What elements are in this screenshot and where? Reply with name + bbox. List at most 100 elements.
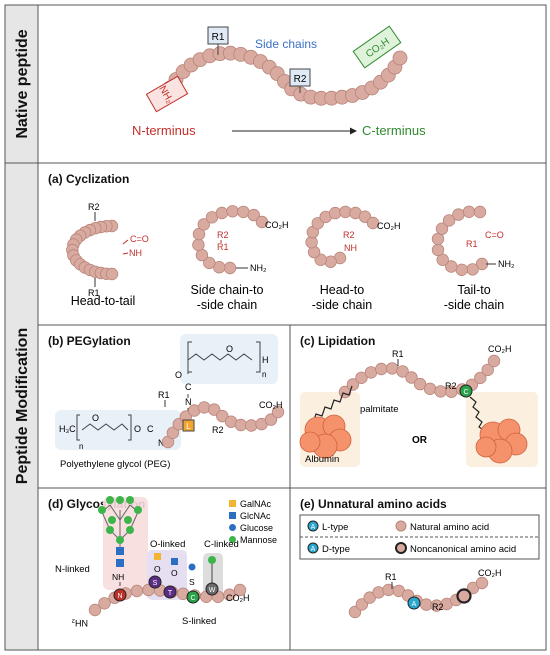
peg-top-nlink: N (185, 397, 192, 407)
cyc4-r1: R1 (466, 239, 478, 249)
amino-acid-bead (197, 218, 211, 231)
lip-co2h: CO₂H (488, 344, 512, 354)
n-glycan-tree (98, 496, 142, 567)
cyc2-co2h: CO₂H (265, 220, 289, 230)
amino-acid-bead (466, 263, 479, 276)
l-badge (182, 419, 195, 432)
amino-acid-bead (255, 215, 269, 229)
badge-t (163, 585, 177, 599)
amino-acid-bead (203, 256, 216, 270)
o-linked-label: O-linked (150, 539, 185, 550)
peg-top-o2: O (175, 370, 182, 380)
c-terminus-label: C-terminus (362, 123, 426, 138)
c-linked-label: C-linked (204, 539, 239, 550)
badge-t-text: T (168, 590, 173, 597)
n-terminus-label: N-terminus (132, 123, 196, 138)
amino-acid-bead (487, 354, 501, 368)
legend-glucose-swatch (229, 524, 236, 531)
amino-acid-bead (473, 205, 487, 219)
badge-n (113, 588, 127, 602)
cyc2-caption-1: Side chain-to (191, 283, 264, 297)
lip-c-badge-text: C (463, 389, 468, 396)
unnatural-title: (e) Unnatural amino acids (300, 497, 447, 511)
lipidation-panel: (c) Lipidation C R1 R2 CO₂H palmitate OR… (299, 334, 538, 467)
amino-acid-bead (385, 362, 399, 375)
amino-acid-bead (455, 263, 468, 277)
peg-co2h: CO₂H (259, 400, 283, 410)
amino-acid-bead (474, 371, 487, 385)
albumin-blob-left (299, 414, 352, 459)
amino-acid-bead (481, 363, 494, 377)
unnatural-panel: (e) Unnatural amino acids A L-type A D-t… (299, 497, 540, 619)
legend-glcnac: GlcNAc (240, 511, 271, 521)
amino-acid-bead (396, 365, 409, 378)
amino-acid-bead (355, 371, 368, 385)
cyc3-caption-2: -side chain (312, 298, 372, 312)
r1-box (207, 26, 229, 45)
amino-acid-bead (375, 362, 388, 376)
peg-h3c: H₃C (59, 424, 76, 434)
amino-acid-bead (364, 366, 378, 379)
legend-noncanonical: Noncanonical amino acid (410, 544, 516, 555)
amino-acid-bead (442, 214, 456, 227)
amino-acid-bead (431, 243, 445, 257)
cyc2-r1: R1 (217, 242, 229, 252)
amino-acid-bead (237, 205, 250, 219)
lip-r1: R1 (392, 349, 404, 359)
unnatural-r2: R2 (432, 602, 444, 612)
amino-acid-bead (413, 377, 427, 391)
amino-acid-bead (216, 409, 229, 423)
amino-acid-bead (105, 267, 119, 281)
pegylation-title: (b) PEGylation (48, 334, 131, 348)
amino-acid-bead (423, 382, 437, 396)
frame (4, 4, 547, 651)
peg-top-n: n (262, 370, 266, 379)
cyc1-r2: R2 (88, 202, 100, 212)
peg-left-n: n (79, 442, 83, 451)
n-glyco-nh: NH (112, 572, 124, 582)
albumin-label: Albumin (305, 454, 339, 465)
unnatural-r1: R1 (385, 572, 397, 582)
legend-galnac: GalNAc (240, 499, 272, 509)
co2h-box (352, 25, 402, 69)
native-r1: R1 (212, 32, 225, 43)
unnatural-a-text: A (412, 601, 417, 608)
peg-top-h: H (262, 355, 269, 365)
unnatural-co2h: CO₂H (478, 568, 502, 578)
amino-acid-bead (233, 583, 247, 597)
cyc2-r2: R2 (217, 230, 229, 240)
palmitate-left (312, 385, 353, 424)
cyc3-nh: NH (344, 243, 357, 253)
amino-acid-bead (223, 588, 236, 601)
pegylation-panel: (b) PEGylation O H n O C N H₃C O n O C N… (48, 334, 285, 470)
amino-acid-bead (226, 205, 239, 218)
cyc3-co2h: CO₂H (377, 221, 401, 231)
glyco-nh2: NH₂ (71, 618, 88, 628)
badge-n-text: N (117, 593, 122, 600)
lip-or: OR (412, 435, 428, 446)
amino-acid-bead (475, 576, 489, 590)
cyc4-caption-2: -side chain (444, 298, 504, 312)
peg-top-c: C (185, 382, 192, 392)
amino-acid-bead (98, 597, 111, 610)
cyc3-chain (305, 205, 380, 268)
amino-acid-bead (445, 260, 458, 273)
badge-c-text: C (190, 595, 195, 602)
legend-glucose: Glucose (240, 523, 273, 533)
l-badge-text: L (186, 422, 191, 431)
amino-acid-bead (130, 584, 144, 598)
badge-w-text: W (209, 587, 216, 594)
cyc3-caption-1: Head-to (320, 283, 365, 297)
nh2-box (145, 75, 189, 113)
side-chains-label: Side chains (255, 37, 317, 51)
peg-top-o: O (226, 344, 233, 354)
amino-acid-bead (452, 208, 465, 221)
cyclization-title: (a) Cyclization (48, 172, 129, 186)
legend-d-type: D-type (322, 544, 350, 555)
cyc4-caption-1: Tail-to (457, 283, 490, 297)
amino-acid-bead (192, 238, 205, 252)
legend-a-l: A (311, 524, 316, 531)
amino-acid-bead (207, 403, 221, 416)
lip-c-badge (459, 384, 473, 398)
unnatural-legend-box (299, 514, 540, 560)
